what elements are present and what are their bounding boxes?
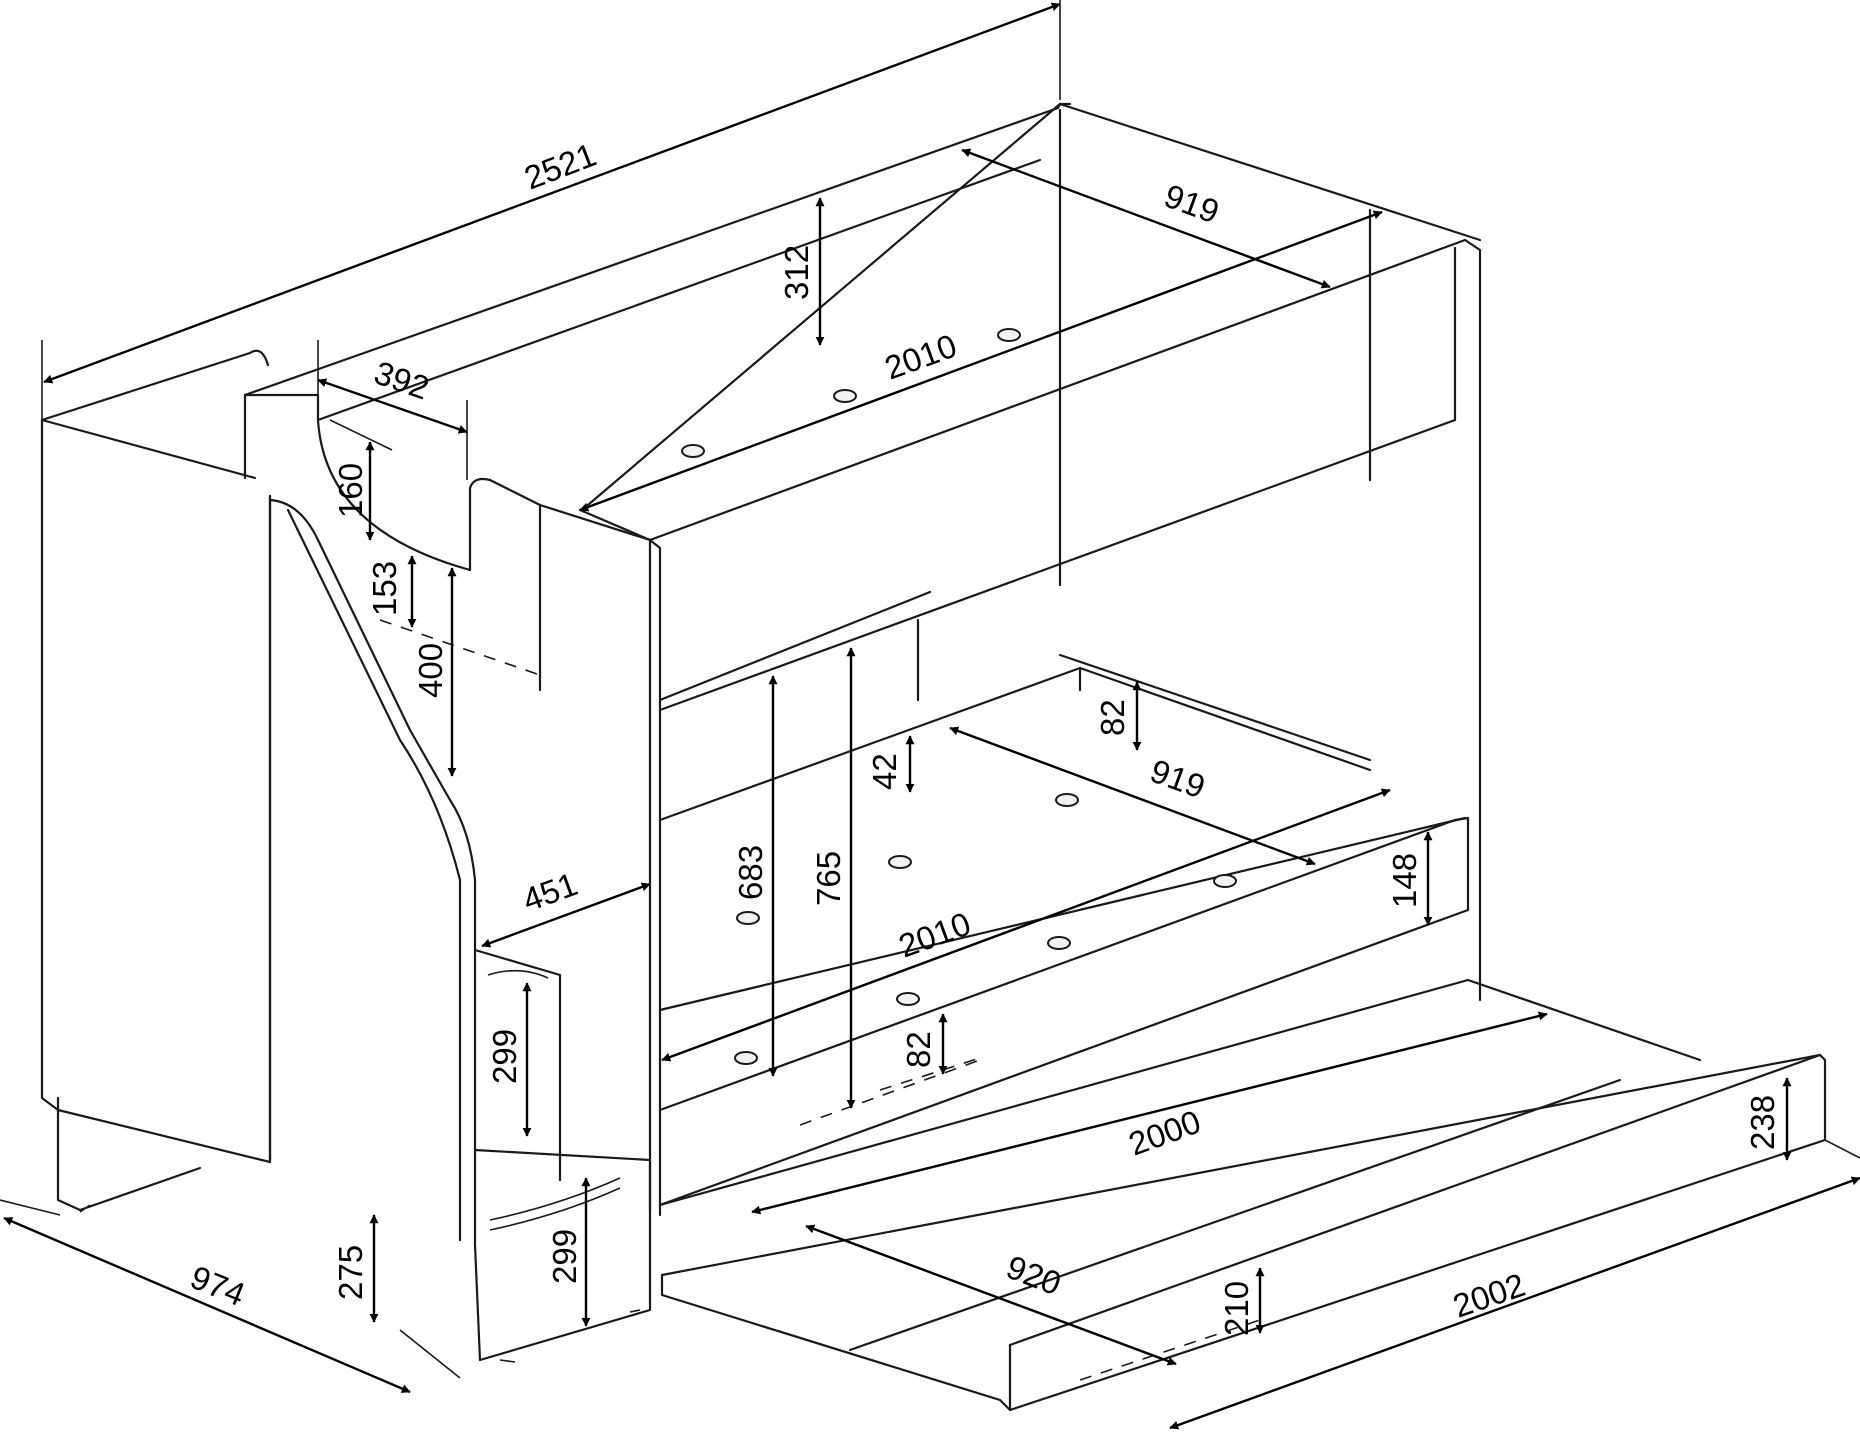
bed-slat-holes xyxy=(681,328,1237,1065)
dim-153: 153 xyxy=(366,561,403,616)
dim-2010-top: 2010 xyxy=(880,327,962,387)
dim-238: 238 xyxy=(1744,1095,1781,1150)
dim-919-mid: 919 xyxy=(1146,752,1210,806)
dim-275: 275 xyxy=(332,1245,369,1300)
dim-2000: 2000 xyxy=(1124,1103,1206,1163)
dim-451: 451 xyxy=(518,865,582,919)
dim-919-top: 919 xyxy=(1160,177,1224,231)
dim-160: 160 xyxy=(332,463,369,518)
dim-2010-mid: 2010 xyxy=(894,905,976,965)
dim-2002: 2002 xyxy=(1448,1266,1529,1325)
dim-82-upper: 82 xyxy=(1094,699,1131,736)
dim-2521: 2521 xyxy=(519,136,601,197)
dim-299-upper: 299 xyxy=(486,1029,523,1084)
dim-683: 683 xyxy=(732,845,769,900)
dim-312: 312 xyxy=(778,245,815,300)
dim-974: 974 xyxy=(185,1258,250,1313)
dim-82-lower: 82 xyxy=(900,1031,937,1068)
dim-400: 400 xyxy=(412,643,449,698)
dim-148: 148 xyxy=(1386,853,1423,908)
bed-structure xyxy=(40,102,1827,1412)
dim-765: 765 xyxy=(810,851,847,906)
dimension-labels: 2521 919 312 2010 392 160 153 400 82 42 … xyxy=(185,136,1781,1336)
dim-299-lower: 299 xyxy=(546,1229,583,1284)
dim-210: 210 xyxy=(1218,1281,1255,1336)
dim-42: 42 xyxy=(866,753,903,790)
